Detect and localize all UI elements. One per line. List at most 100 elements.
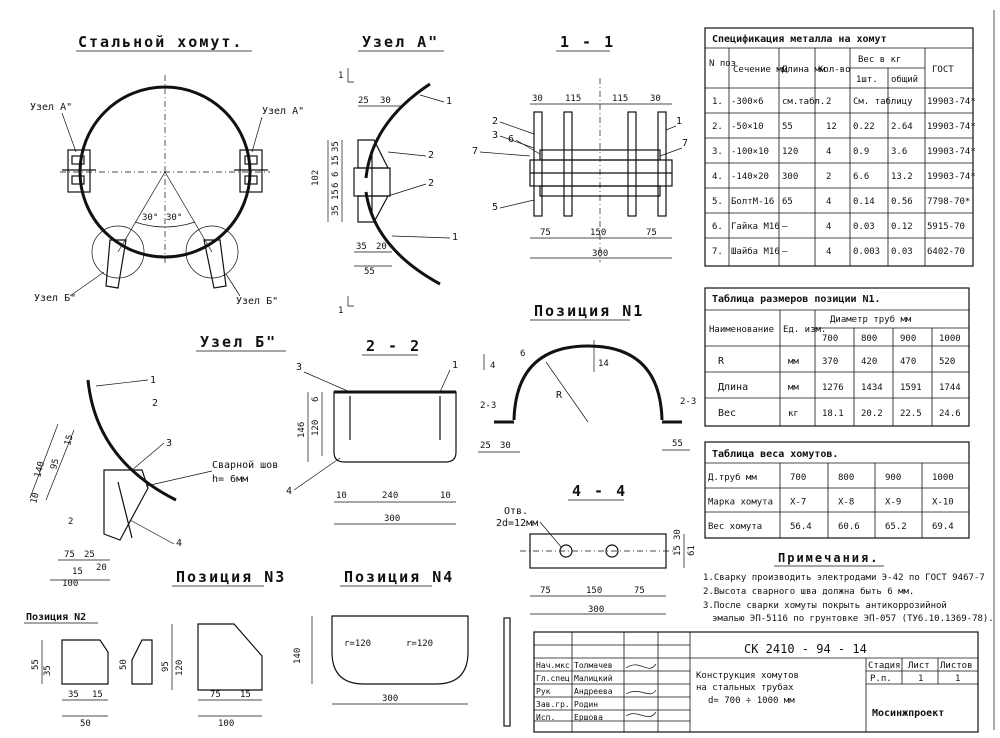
node-b-dim-15: 15 bbox=[63, 434, 75, 447]
spec-cell-sec: -50×10 bbox=[731, 122, 764, 132]
pos3-dim-50: 50 bbox=[119, 659, 129, 670]
weld-seam-label: Сварной шов bbox=[212, 459, 278, 471]
stamp-code: СК 2410 - 94 - 14 bbox=[744, 642, 867, 656]
holes-label: Отв. bbox=[504, 506, 528, 517]
spec-cell-len: 300 bbox=[782, 172, 798, 182]
weld-height-label: h= 6мм bbox=[212, 474, 248, 485]
spec-h-sec: Сечение мм bbox=[733, 65, 788, 75]
spec-title: Спецификация металла на хомут bbox=[712, 33, 887, 45]
pos4-dim-300: 300 bbox=[382, 694, 398, 704]
spec-cell-gost: 19903-74* bbox=[927, 97, 976, 107]
node-a-dim-v6b: 6 bbox=[331, 183, 341, 188]
sec22-leader-4: 4 bbox=[286, 486, 292, 497]
node-b-ring-arc bbox=[86, 379, 177, 502]
node-a-title: Узел А" bbox=[362, 33, 439, 51]
node-a-leader-2-line bbox=[387, 151, 427, 157]
pos4-dim-140: 140 bbox=[293, 648, 303, 664]
sizes-title: Таблица размеров позиции N1. bbox=[712, 293, 881, 305]
weights-cell: Марка хомута bbox=[708, 498, 773, 508]
uzel-b-left-leader bbox=[69, 271, 105, 297]
spec-cell-w1: 0.03 bbox=[853, 222, 875, 232]
node-b-dim-75: 75 bbox=[64, 550, 75, 560]
position-1-arc bbox=[512, 344, 664, 421]
stamp-role: Исп. bbox=[536, 713, 555, 722]
spec-cell-pos: 7. bbox=[712, 247, 723, 257]
section-11-bolt-2 bbox=[563, 111, 573, 217]
weights-cell: 56.4 bbox=[790, 522, 812, 532]
stamp-desc-3: d= 700 ÷ 1000 мм bbox=[708, 696, 795, 706]
spec-cell-qty: 2 bbox=[826, 97, 831, 107]
sizes-row-unit: кг bbox=[788, 409, 799, 419]
spec-h-wt: общий bbox=[891, 74, 918, 85]
node-a-dim-v35b: 35 bbox=[331, 205, 341, 216]
spec-cell-len: — bbox=[782, 222, 788, 232]
spec-cell-sec: Шайба М16 bbox=[731, 246, 780, 257]
position-1-dim-6: 6 bbox=[520, 349, 525, 359]
position-3-title: Позиция N3 bbox=[176, 568, 286, 586]
support-left-zone bbox=[91, 225, 145, 279]
left-node-nut-top bbox=[71, 155, 85, 165]
steel-clamp-title: Стальной хомут. bbox=[78, 33, 243, 51]
sec11-dim-75r: 75 bbox=[646, 228, 657, 238]
position-2-shape bbox=[61, 639, 109, 685]
spec-h-qty: Кол-во bbox=[818, 65, 851, 75]
spec-cell-qty: 4 bbox=[826, 222, 831, 232]
pos2-dim-55: 55 bbox=[31, 659, 41, 670]
position-1-dim-23a: 2-3 bbox=[480, 401, 496, 411]
title-block-frame bbox=[533, 631, 979, 733]
sizes-row-name: Вес bbox=[718, 408, 736, 419]
spec-cell-len: см.табл. bbox=[782, 96, 825, 107]
spec-cell-qty: 2 bbox=[826, 172, 831, 182]
node-a-dim-20: 20 bbox=[376, 242, 387, 252]
sec22-dim-6: 6 bbox=[311, 397, 321, 402]
sizes-col-header: 900 bbox=[900, 334, 916, 344]
sec44-dim-300: 300 bbox=[588, 605, 604, 615]
node-b-dim-10: 10 bbox=[29, 492, 41, 505]
stamp-h-sheet: Лист bbox=[908, 661, 930, 671]
spec-table-frame bbox=[704, 27, 974, 267]
sizes-cell: 22.5 bbox=[900, 409, 922, 419]
sizes-cell: 24.6 bbox=[939, 409, 961, 419]
node-a-dim-v6: 6 bbox=[331, 172, 341, 177]
uzel-b-left-label: Узел Б" bbox=[34, 293, 76, 304]
note-2: 2.Высота сварного шва должна быть 6 мм. bbox=[703, 586, 914, 597]
stamp-sheets: 1 bbox=[955, 674, 960, 684]
sec11-leader-1-line bbox=[665, 125, 677, 131]
node-a-leader-2b: 2 bbox=[428, 178, 434, 189]
sizes-h-dia: Диаметр труб мм bbox=[830, 314, 912, 325]
position-1-dim-55: 55 bbox=[672, 439, 683, 449]
node-b-dim-line-outer bbox=[29, 423, 59, 499]
section-44-title: 4 - 4 bbox=[572, 482, 627, 500]
sizes-row-name: R bbox=[718, 356, 725, 367]
spec-cell-gost: 7798-70* bbox=[927, 197, 970, 207]
spec-cell-len: 65 bbox=[782, 197, 793, 207]
section-11-bolt-3 bbox=[627, 111, 637, 217]
node-a-leader-1: 1 bbox=[446, 96, 452, 107]
stamp-name: Ершова bbox=[574, 713, 603, 722]
spec-cell-len: 120 bbox=[782, 147, 798, 157]
spec-cell-wt: 0.12 bbox=[891, 222, 913, 232]
sizes-col-header: 1000 bbox=[939, 334, 961, 344]
spec-cell-pos: 2. bbox=[712, 122, 723, 132]
spec-cell-w1: 6.6 bbox=[853, 172, 869, 182]
weights-cell: Х-10 bbox=[932, 498, 954, 508]
weights-cell: 700 bbox=[790, 473, 806, 483]
spec-cell-sec: БолтМ-16 bbox=[731, 197, 774, 207]
weights-cell: Х-7 bbox=[790, 498, 806, 508]
spec-cell-qty: 4 bbox=[826, 197, 831, 207]
spec-cell-w1: 0.14 bbox=[853, 197, 875, 207]
uzel-a-left-label: Узел А" bbox=[30, 102, 72, 113]
sec11-dim-115r: 115 bbox=[612, 94, 628, 104]
sizes-col-header: 800 bbox=[861, 334, 877, 344]
sizes-row-name: Длина bbox=[718, 382, 748, 393]
left-node-nut-bottom bbox=[71, 175, 85, 185]
sec22-dim-300: 300 bbox=[384, 514, 400, 524]
sec22-leader-3-line bbox=[303, 371, 351, 393]
sec11-leader-6: 6 bbox=[508, 134, 514, 145]
weights-cell: Вес хомута bbox=[708, 522, 762, 532]
sizes-cell: 370 bbox=[822, 357, 838, 367]
spec-cell-qty: 4 bbox=[826, 247, 831, 257]
sizes-cell: 420 bbox=[861, 357, 877, 367]
